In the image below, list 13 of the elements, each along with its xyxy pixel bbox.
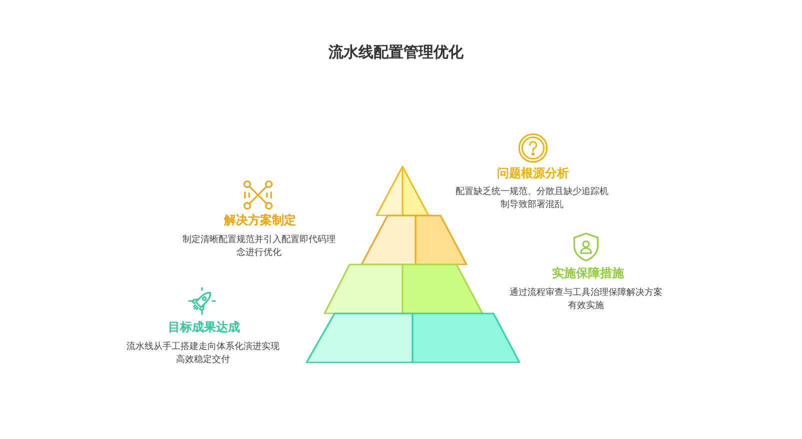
section-heading: 解决方案制定	[224, 213, 296, 228]
pyramid-tier	[360, 214, 468, 265]
description-text: 制定清晰配置规范并引入配置即代码理念进行优化	[182, 234, 336, 259]
section-heading: 问题根源分析	[497, 166, 569, 181]
description-text: 配置缺乏统一规范、分散且缺少追踪机制导致部署混乱	[454, 186, 610, 211]
description-text: 通过流程审查与工具治理保障解决方案有效实施	[508, 287, 664, 312]
pyramid-tier	[374, 164, 430, 216]
section-heading: 目标成果达成	[168, 320, 240, 335]
pyramid-tier	[304, 312, 520, 363]
pyramid-tier	[322, 262, 484, 314]
section-heading: 实施保障措施	[552, 266, 624, 281]
description-text: 流水线从手工搭建走向体系化演进实现高效稳定交付	[126, 341, 280, 366]
title: 流水线配置管理优化	[328, 43, 464, 61]
